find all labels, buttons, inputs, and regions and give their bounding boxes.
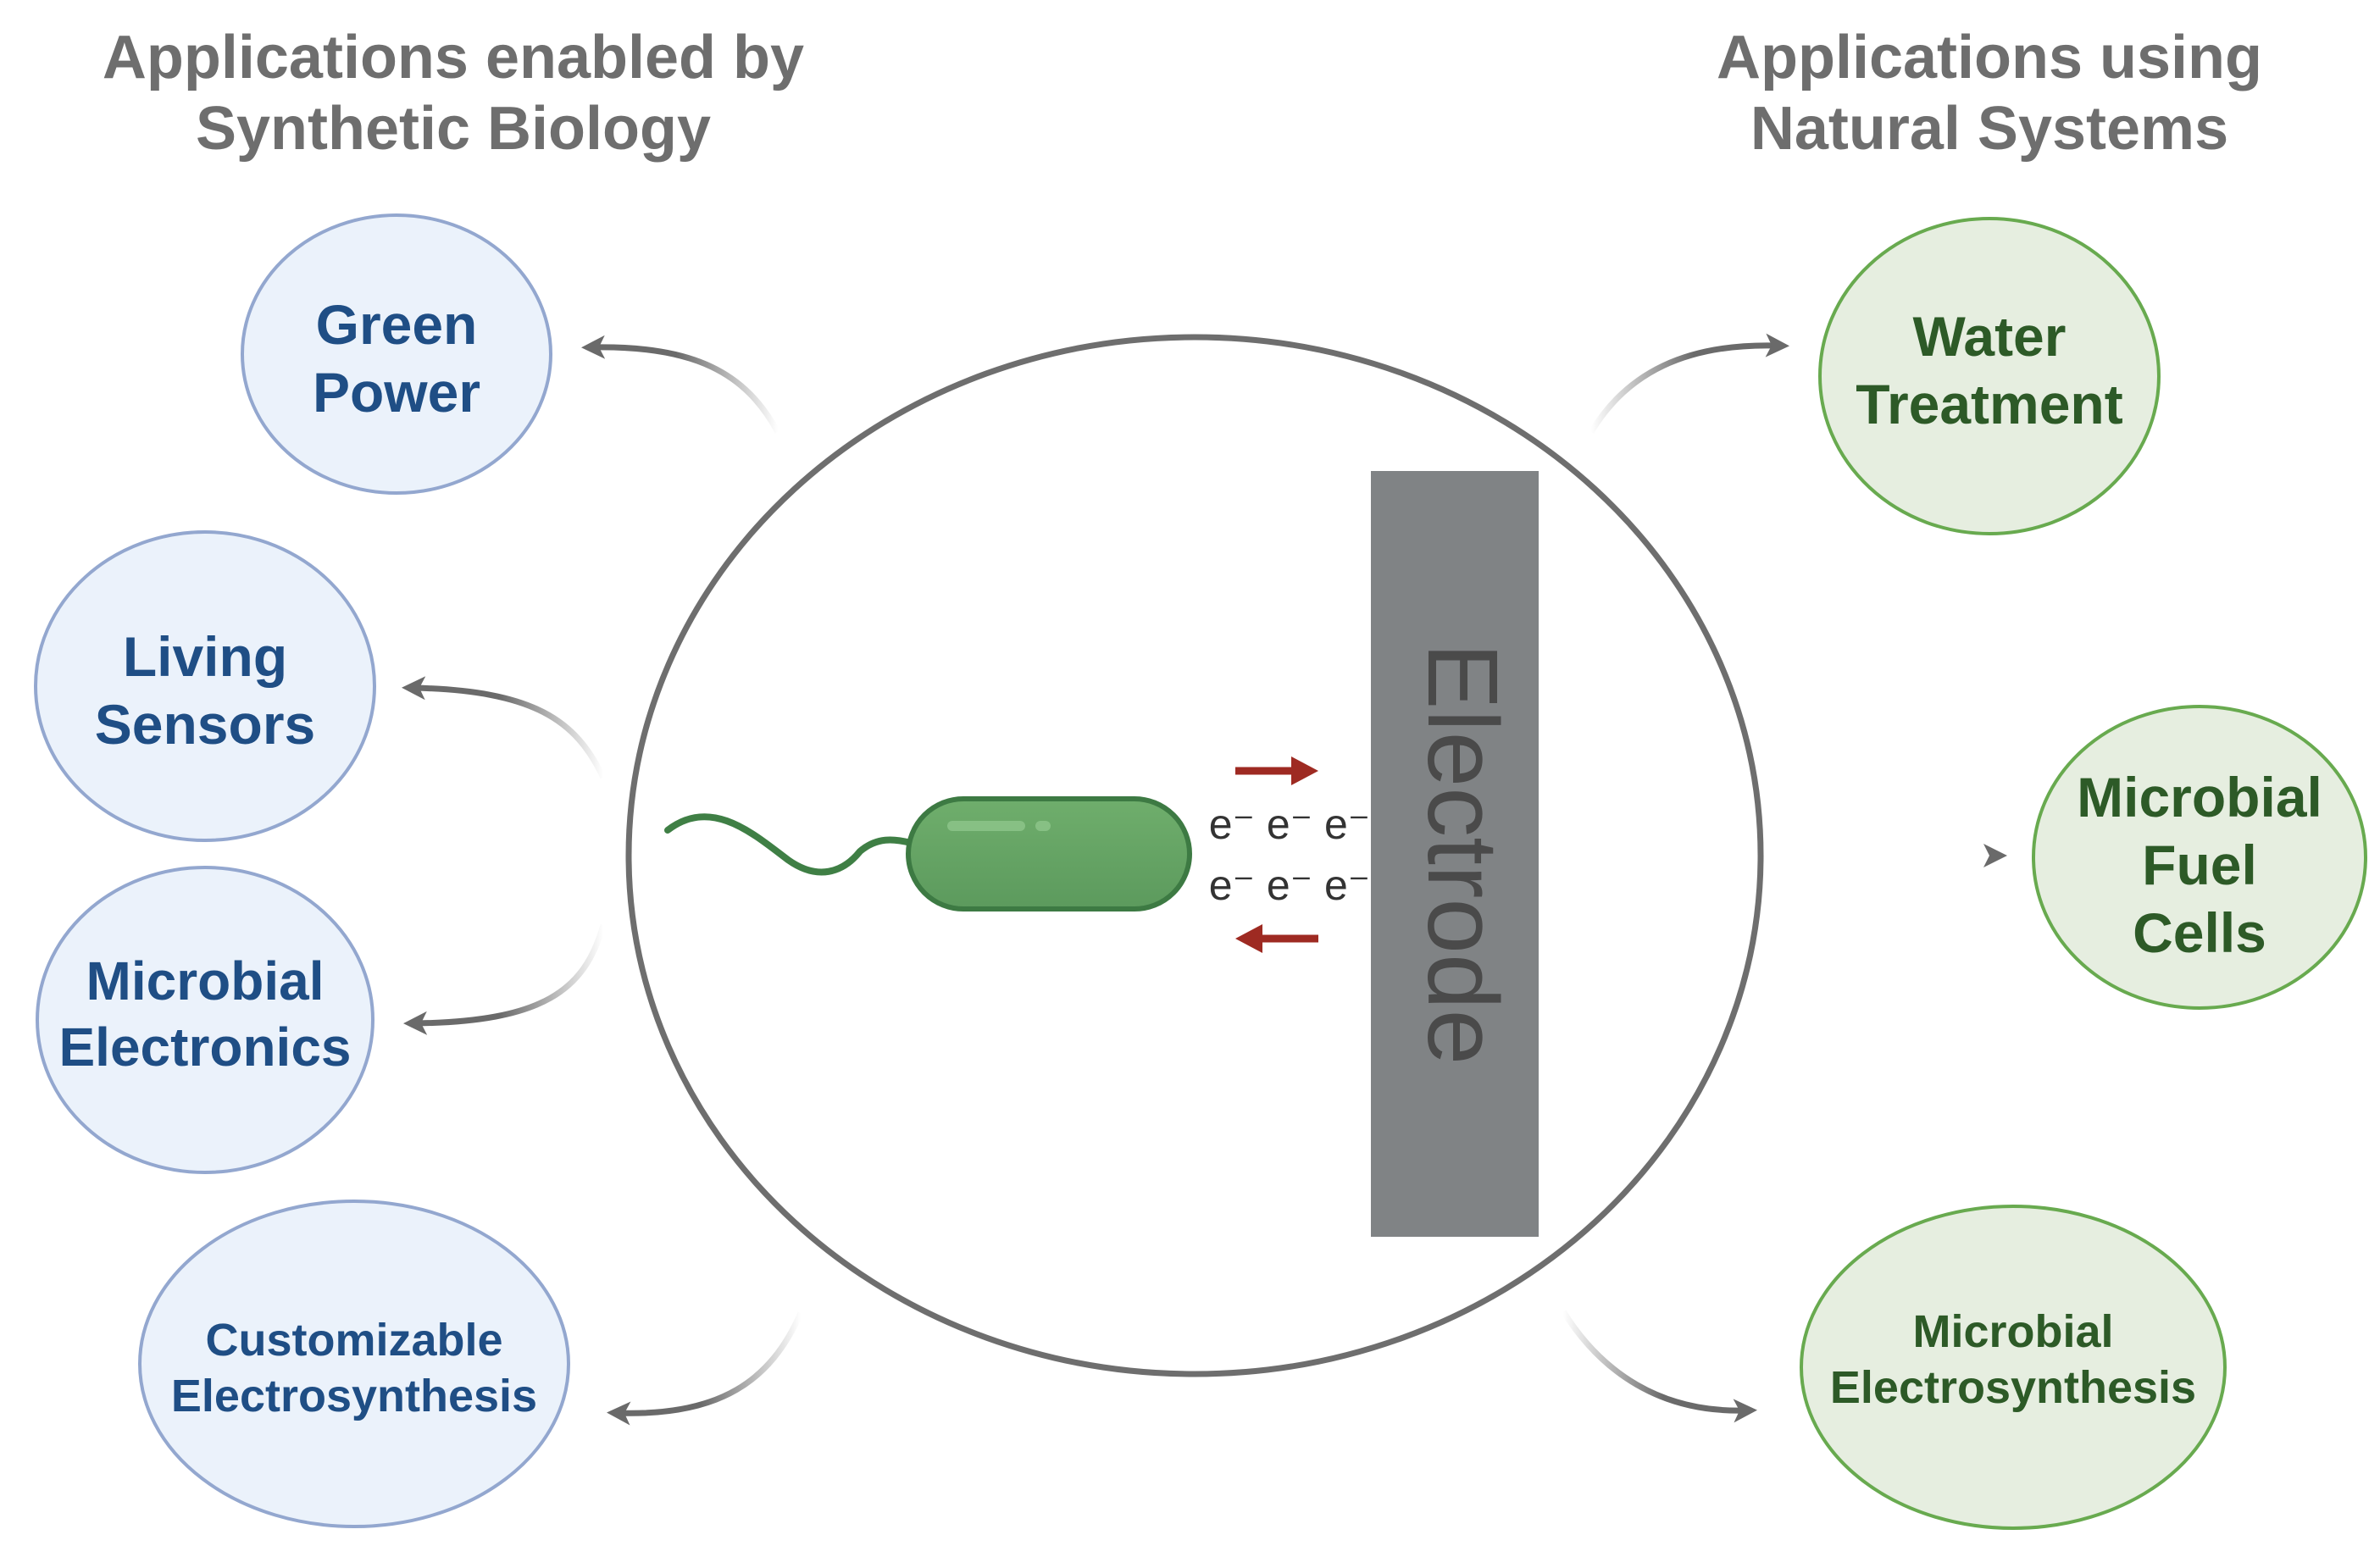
bacterium-highlight <box>947 821 1025 831</box>
bacterium <box>664 796 1192 911</box>
bacterium-highlight-dot <box>1035 821 1051 831</box>
header-right-line-1: Applications using <box>1717 24 2262 91</box>
bubble-microbial-electronics-line-2: Electronics <box>58 1017 351 1078</box>
electron-row-2: e⁻ e⁻ e⁻ <box>1209 862 1370 909</box>
arrow-to-water-treatment <box>1588 333 1789 434</box>
header-right: Applications using Natural Systems <box>1717 24 2262 163</box>
bubble-microbial-fuel-cells-line-2: Fuel <box>2142 834 2257 896</box>
bubble-microbial-fuel-cells-line-3: Cells <box>2133 901 2266 964</box>
arrow-to-microbial-electrosynthesis <box>1561 1310 1757 1423</box>
bubble-microbial-electronics-line-1: Microbial <box>86 950 325 1011</box>
electron-arrow-right <box>1235 756 1318 785</box>
bubble-customizable-electrosynthesis-line-1: Customizable <box>205 1315 502 1366</box>
arrow-to-green-power <box>581 335 781 434</box>
electron-arrow-left <box>1235 924 1318 953</box>
bubble-microbial-electrosynthesis-line-1: Microbial <box>1912 1306 2113 1357</box>
arrow-to-microbial-electronics <box>403 924 607 1035</box>
flagellum <box>664 813 914 876</box>
bubble-microbial-electrosynthesis-line-2: Electrosynthesis <box>1830 1362 2196 1413</box>
bacterium-body <box>906 796 1192 911</box>
bubble-microbial-electrosynthesis: Microbial Electrosynthesis <box>1800 1205 2227 1530</box>
header-left: Applications enabled by Synthetic Biolog… <box>103 24 804 163</box>
bubble-water-treatment-line-1: Water <box>1913 305 2067 368</box>
bubble-microbial-fuel-cells: Microbial Fuel Cells <box>2032 705 2367 1010</box>
connectors-left <box>402 335 804 1426</box>
electrode <box>1371 471 1539 1237</box>
bubble-customizable-electrosynthesis: Customizable Electrosynthesis <box>138 1200 570 1528</box>
bubble-green-power: Green Power <box>241 213 552 495</box>
bubble-microbial-fuel-cells-line-1: Microbial <box>2077 766 2322 828</box>
header-left-line-1: Applications enabled by <box>103 24 804 91</box>
bubble-water-treatment: Water Treatment <box>1818 217 2161 535</box>
bubble-living-sensors-line-2: Sensors <box>95 693 315 756</box>
bubble-living-sensors-line-1: Living <box>123 625 287 688</box>
arrow-to-customizable-electrosynthesis <box>607 1311 804 1426</box>
bubble-green-power-line-2: Power <box>313 361 480 424</box>
header-right-line-2: Natural Systems <box>1750 95 2228 163</box>
electron-transfer: e⁻ e⁻ e⁻ e⁻ e⁻ e⁻ <box>1209 756 1370 953</box>
bubble-green-power-line-1: Green <box>316 293 478 356</box>
arrow-to-living-sensors <box>402 676 607 779</box>
header-left-line-2: Synthetic Biology <box>196 95 711 163</box>
bubble-customizable-electrosynthesis-line-2: Electrosynthesis <box>171 1371 537 1421</box>
electrode-label: Electrode <box>1406 643 1518 1066</box>
bubble-living-sensors: Living Sensors <box>34 530 376 842</box>
bubble-microbial-electronics: Microbial Electronics <box>36 866 374 1174</box>
bubble-water-treatment-line-2: Treatment <box>1856 373 2122 435</box>
connectors-right <box>1561 333 2007 1423</box>
electron-row-1: e⁻ e⁻ e⁻ <box>1209 801 1370 848</box>
environment-circle <box>625 334 1764 1377</box>
